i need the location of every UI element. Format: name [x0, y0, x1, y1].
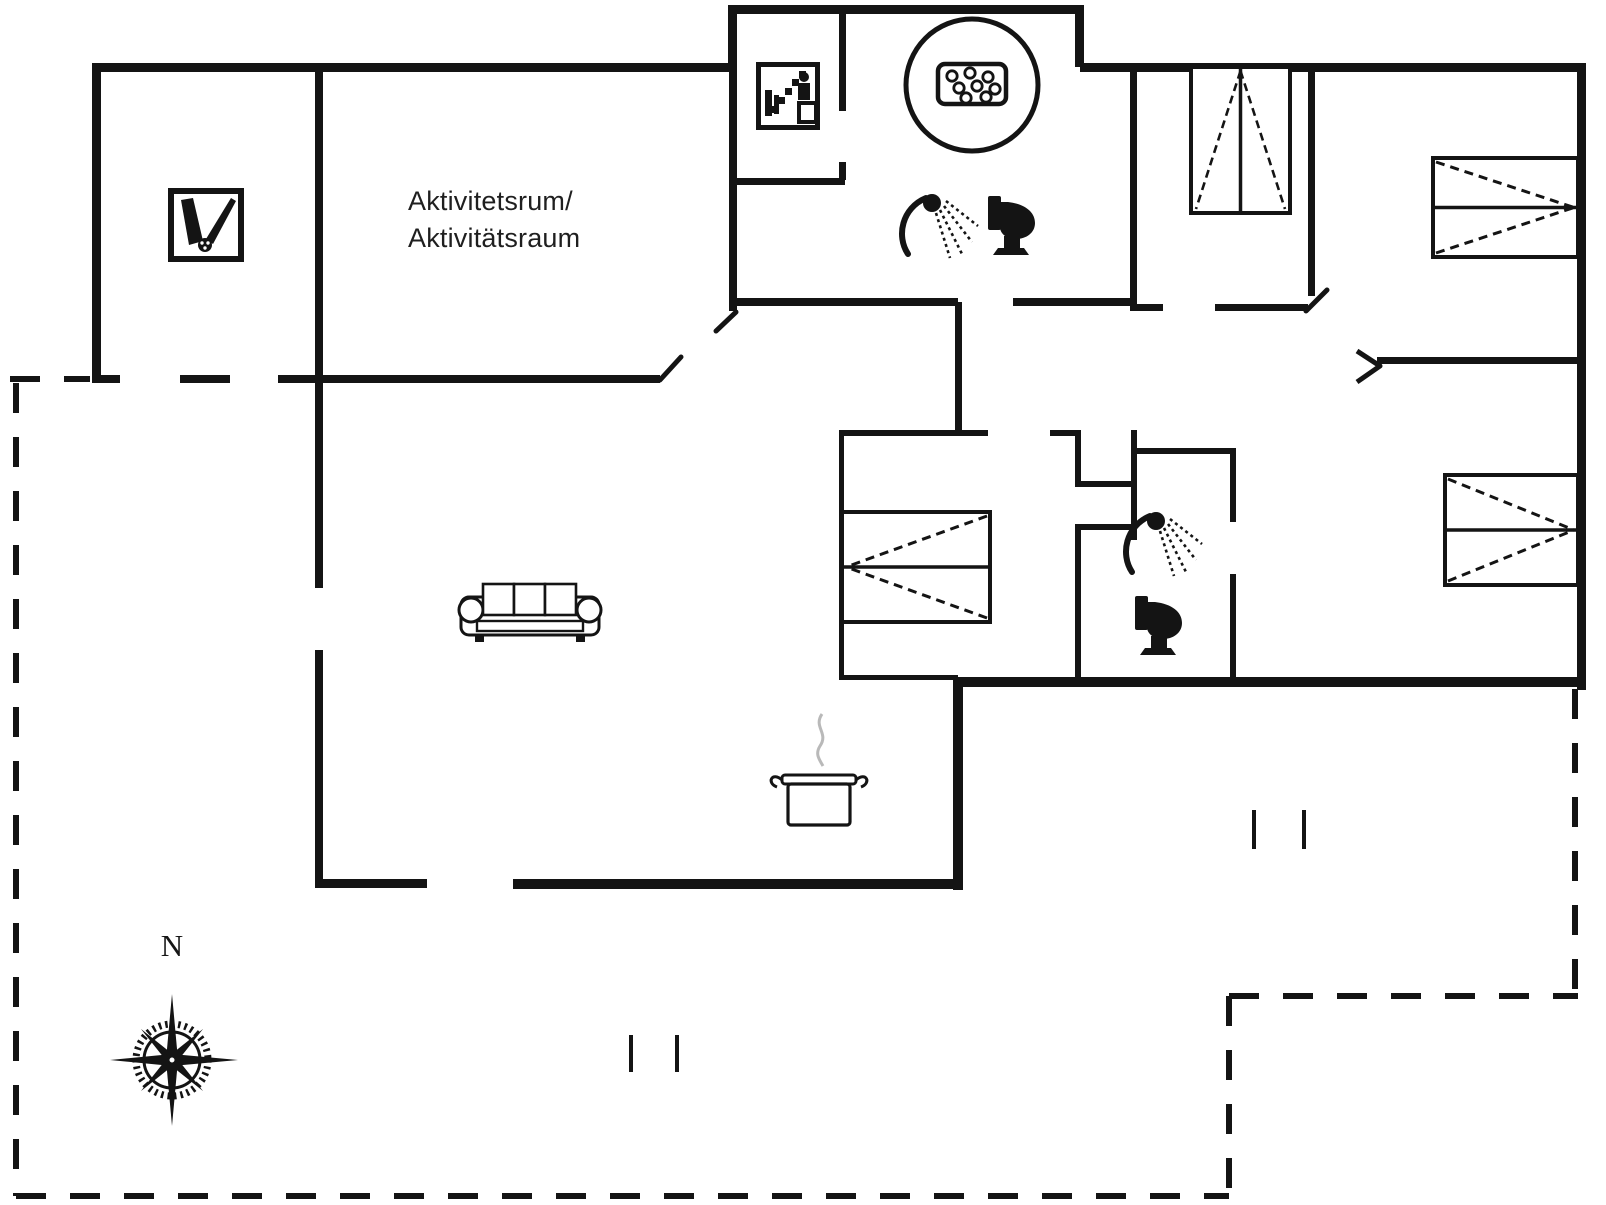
wall	[1075, 524, 1137, 530]
wall	[1075, 5, 1084, 67]
wall	[1075, 481, 1137, 487]
wall	[1075, 430, 1081, 487]
sofa-icon	[457, 582, 603, 642]
door-swing	[1303, 287, 1330, 314]
wall	[953, 677, 963, 890]
cooking-pot-icon	[769, 713, 869, 827]
door-swing	[657, 354, 684, 383]
wall	[729, 63, 737, 311]
wall	[1080, 63, 1586, 72]
room-label-activity-line1: Aktivitetsrum/	[408, 186, 573, 216]
wall	[1377, 357, 1581, 364]
wall	[278, 375, 660, 383]
toilet-icon	[1135, 596, 1182, 655]
wall	[513, 879, 963, 889]
wardrobe-icon	[1189, 65, 1292, 215]
wall	[842, 430, 988, 436]
wall	[315, 650, 323, 886]
wall	[1230, 448, 1236, 522]
bed-icon	[840, 510, 992, 624]
whirlpool-icon	[903, 16, 1041, 154]
wall	[1131, 430, 1137, 540]
wall	[1050, 430, 1081, 436]
door-arrow-marker	[1355, 348, 1383, 385]
door-swing	[713, 309, 739, 334]
billiards-icon	[168, 188, 244, 262]
toilet-icon	[988, 196, 1035, 255]
wall	[1130, 304, 1163, 311]
wall	[1230, 574, 1236, 684]
compass-rose-icon	[110, 994, 238, 1126]
compass-north-label: N	[160, 928, 184, 963]
wall	[728, 5, 1084, 14]
wall	[92, 63, 101, 383]
wall	[839, 162, 846, 180]
sauna-icon	[756, 62, 820, 130]
wall	[839, 13, 846, 111]
wall	[1308, 67, 1315, 296]
wall	[1013, 298, 1136, 306]
wall	[315, 67, 323, 588]
wall	[733, 178, 845, 185]
shower-icon	[1123, 512, 1203, 577]
wall	[92, 375, 120, 383]
wall	[1135, 448, 1236, 454]
bed-icon	[1431, 156, 1580, 259]
bed-icon	[1443, 473, 1580, 587]
wall	[728, 5, 737, 67]
wall	[315, 879, 427, 888]
wall	[1075, 524, 1081, 682]
shower-icon	[899, 194, 979, 259]
wall	[736, 298, 958, 306]
wall	[1130, 67, 1137, 306]
room-label-activity-line2: Aktivitätsraum	[408, 223, 581, 253]
wall	[839, 675, 958, 680]
wall	[955, 302, 962, 434]
wall	[92, 63, 736, 72]
wall	[1577, 63, 1586, 690]
wall	[955, 677, 1586, 687]
wall	[180, 375, 230, 383]
wall	[1215, 304, 1308, 311]
